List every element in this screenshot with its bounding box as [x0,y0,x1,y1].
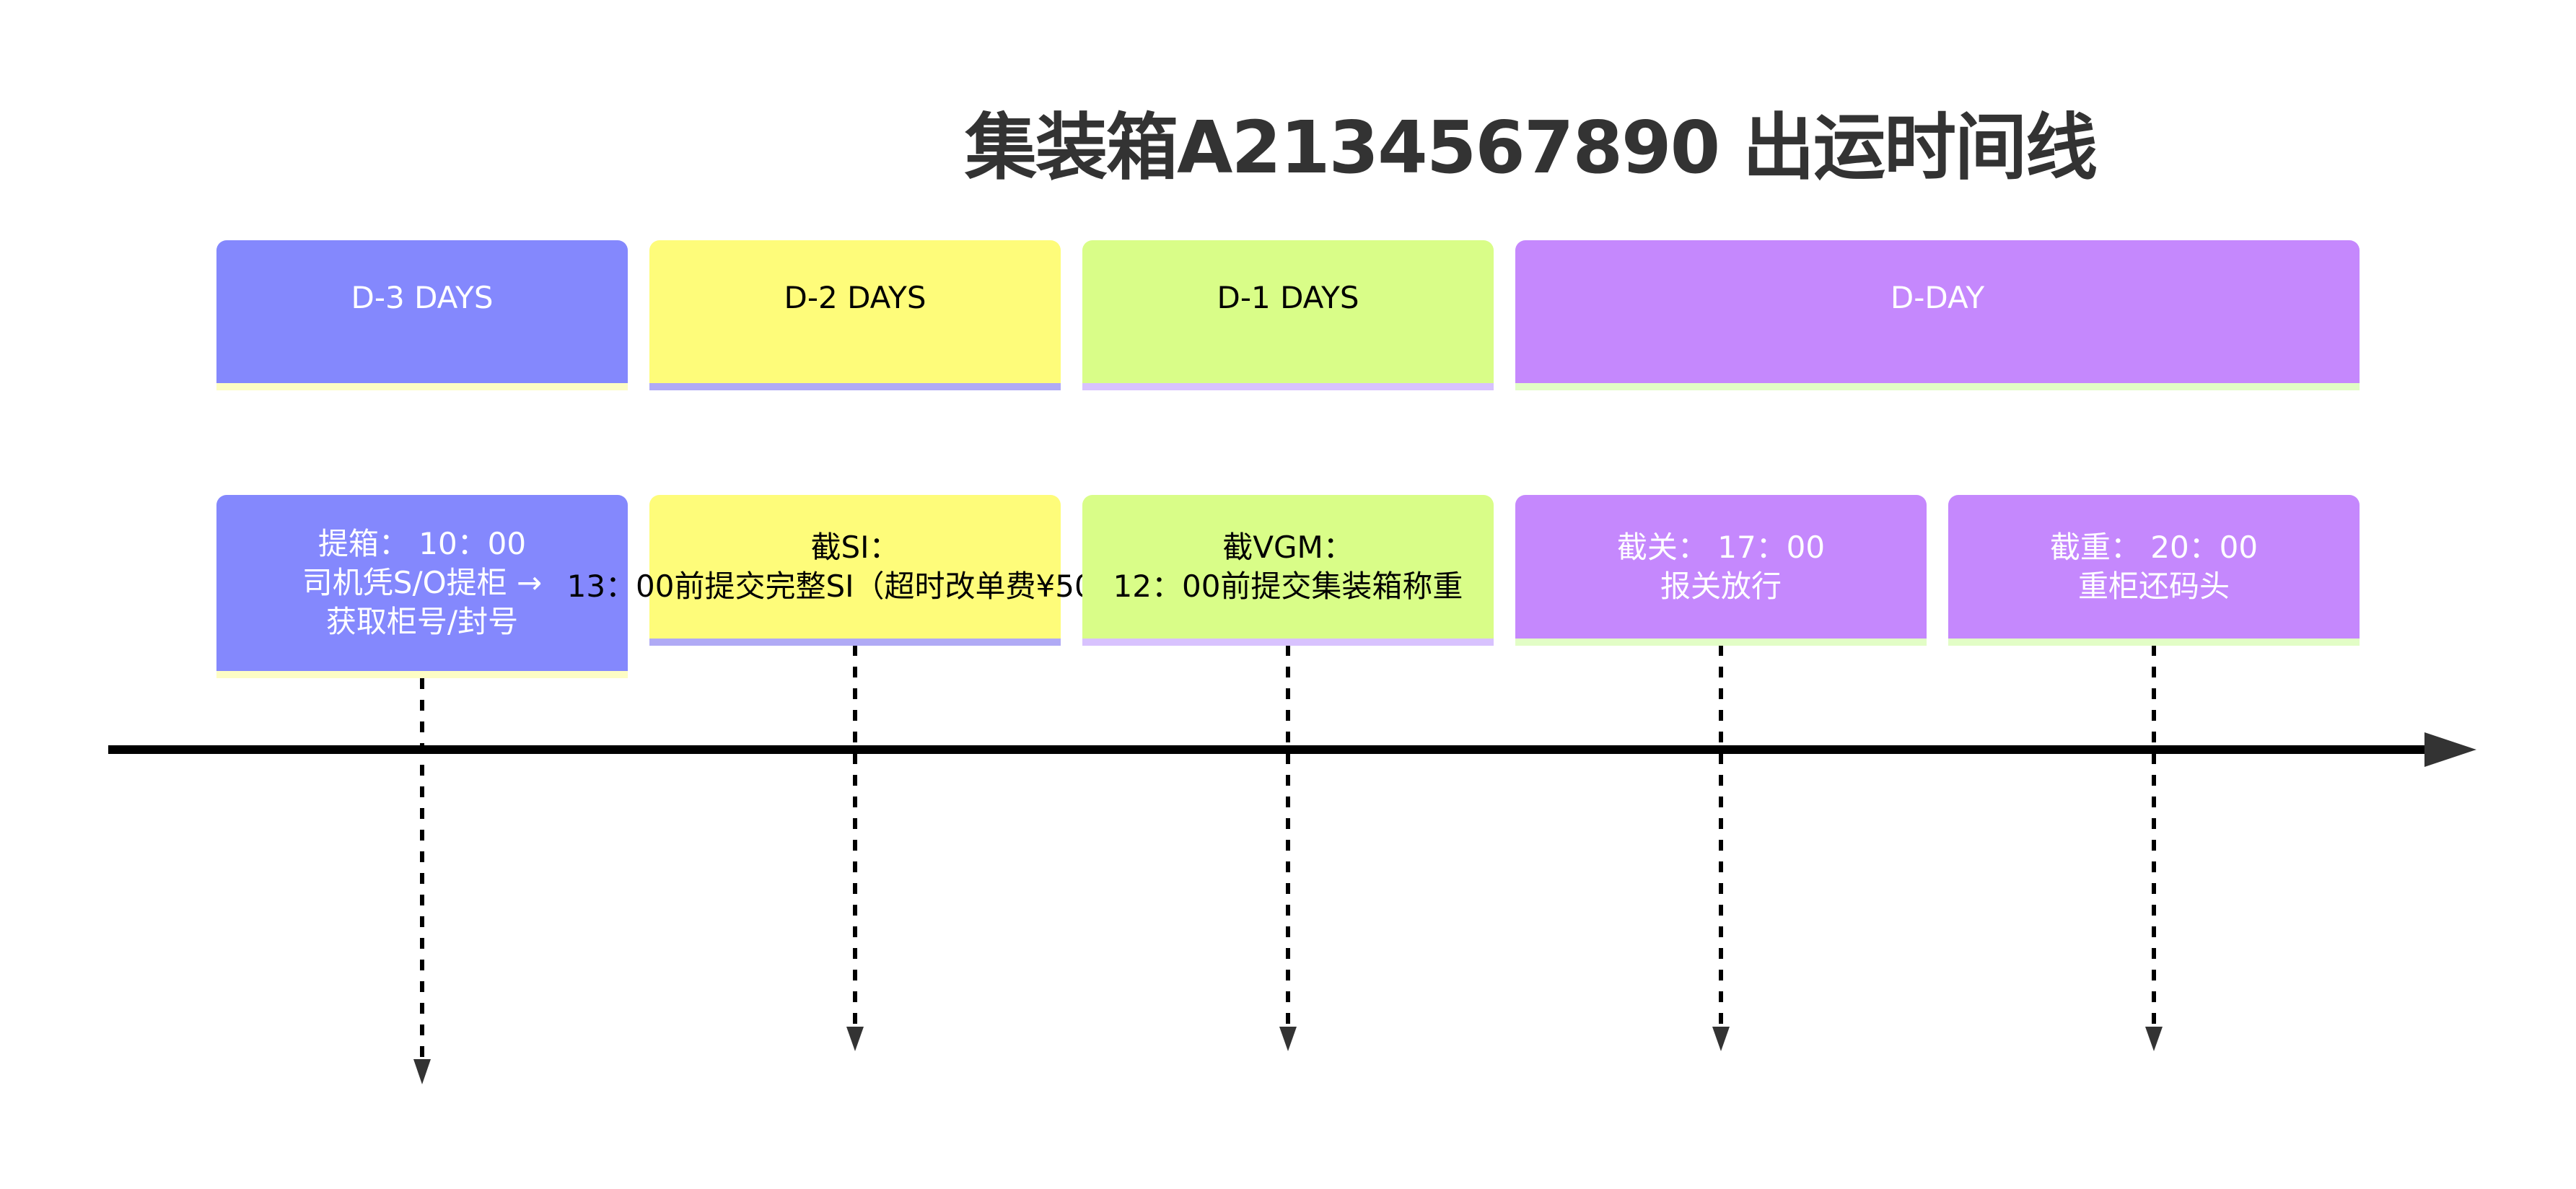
event-strip [216,671,628,678]
event-strip [649,639,1061,646]
event-strip [1948,639,2360,646]
marker-arrowhead-icon [1279,1027,1297,1051]
event-marker [2145,645,2163,1051]
event-vgm-cutoff: 截VGM： 12：00前提交集装箱称重 [1082,495,1494,639]
event-line: 重柜还码头 [2077,568,2230,604]
event-line: 报关放行 [1660,568,1782,604]
phase-header-d1: D-1 DAYS [1082,240,1494,383]
event-strip [1082,639,1494,646]
axis-arrowhead-icon [2424,732,2476,767]
marker-arrowhead-icon [2145,1027,2163,1051]
phase-strip-d3 [216,383,628,390]
phase-header-d3: D-3 DAYS [216,240,628,383]
timeline-axis [108,732,2476,767]
phase-label: D-2 DAYS [784,280,926,315]
phase-strip-d2 [649,383,1061,390]
marker-arrowhead-icon [846,1027,864,1051]
event-customs-cutoff: 截关： 17：00 报关放行 [1515,495,1927,639]
event-line: 司机凭S/O提柜 → [302,565,543,600]
event-pickup: 提箱： 10：00 司机凭S/O提柜 → 获取柜号/封号 [216,495,628,671]
event-marker [1279,645,1297,1051]
event-line: 提箱： 10：00 [317,526,527,561]
phase-label: D-3 DAYS [351,280,494,315]
event-si-cutoff: 截SI： 13：00前提交完整SI（超时改单费¥500） [567,495,1143,639]
phase-header-dday: D-DAY [1515,240,2360,383]
event-gate-in-cutoff: 截重： 20：00 重柜还码头 [1948,495,2360,639]
marker-arrowhead-icon [1712,1027,1730,1051]
event-line: 截关： 17：00 [1616,529,1826,565]
event-marker [846,645,864,1051]
event-line: 截SI： [810,529,900,565]
marker-arrowhead-icon [413,1059,431,1084]
event-line: 13：00前提交完整SI（超时改单费¥500） [566,568,1144,604]
phase-label: D-DAY [1890,280,1985,315]
event-marker [413,678,431,1084]
phase-strip-d1 [1082,383,1494,390]
phase-label: D-1 DAYS [1217,280,1359,315]
event-line: 12：00前提交集装箱称重 [1113,568,1463,604]
event-strip [1515,639,1927,646]
event-marker [1712,645,1730,1051]
event-line: 截重： 20：00 [2049,529,2259,565]
event-line: 截VGM： [1222,529,1354,565]
phase-strip-dday [1515,383,2360,390]
phase-header-d2: D-2 DAYS [649,240,1061,383]
page-title: 集装箱A2134567890 出运时间线 [965,105,2098,190]
event-line: 获取柜号/封号 [325,604,519,639]
